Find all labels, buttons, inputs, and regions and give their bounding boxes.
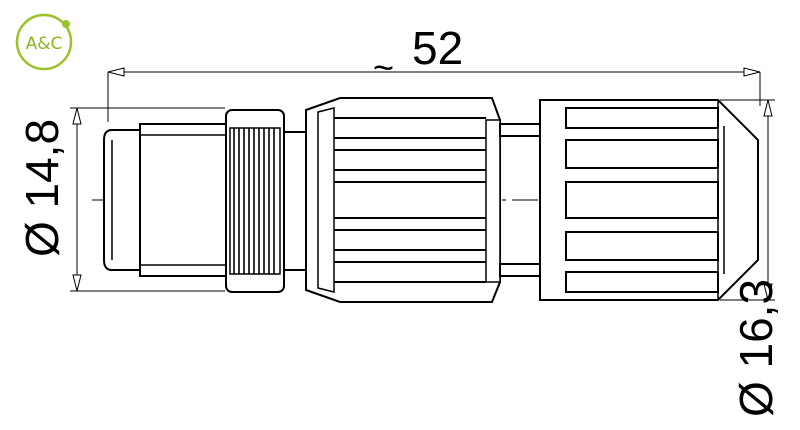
knurled-nut bbox=[225, 109, 285, 293]
arrow-up-right-icon bbox=[763, 99, 773, 117]
gland-slot bbox=[565, 271, 719, 293]
sleeve-rib bbox=[334, 181, 486, 219]
arrow-down-icon bbox=[72, 274, 82, 292]
diameter-small-label: Ø 14,8 bbox=[16, 119, 68, 257]
sleeve-rail-top bbox=[499, 123, 541, 137]
logo-text: A&C bbox=[26, 34, 63, 54]
sleeve-rib bbox=[334, 261, 486, 283]
sleeve-groove-right bbox=[485, 119, 501, 283]
arrow-left-icon bbox=[107, 67, 125, 77]
diameter-small-dimension bbox=[70, 107, 225, 292]
arrow-down-right-icon bbox=[763, 283, 773, 301]
gland-slot bbox=[565, 139, 719, 169]
diameter-large-dimension bbox=[720, 99, 775, 301]
connector-plug bbox=[103, 123, 227, 277]
sleeve-rib bbox=[334, 229, 486, 251]
sleeve-ribs bbox=[334, 117, 486, 283]
middle-sleeve bbox=[283, 97, 541, 303]
arrow-up-icon bbox=[72, 107, 82, 125]
length-approx-symbol: ~ bbox=[373, 47, 394, 88]
gland-slot bbox=[565, 107, 719, 129]
gland-slot bbox=[565, 181, 719, 219]
arrow-right-icon bbox=[743, 67, 761, 77]
sleeve-rib bbox=[334, 117, 486, 139]
sleeve-groove-left bbox=[317, 107, 335, 293]
gland-slot bbox=[565, 231, 719, 261]
logo-dot-icon bbox=[62, 20, 70, 28]
plug-face bbox=[103, 129, 141, 271]
diameter-large-label: Ø 16,3 bbox=[730, 279, 782, 417]
sleeve-rail-bottom bbox=[499, 263, 541, 277]
logo: A&C bbox=[15, 13, 73, 71]
length-value: 52 bbox=[412, 22, 463, 74]
sleeve-rib bbox=[334, 149, 486, 171]
knurled-nut-inner bbox=[229, 127, 281, 275]
sleeve-body bbox=[305, 97, 501, 303]
rear-gland-slots bbox=[565, 107, 719, 293]
neck bbox=[283, 131, 307, 271]
plug-thread-body bbox=[139, 123, 227, 277]
logo-circle-icon bbox=[15, 13, 73, 71]
